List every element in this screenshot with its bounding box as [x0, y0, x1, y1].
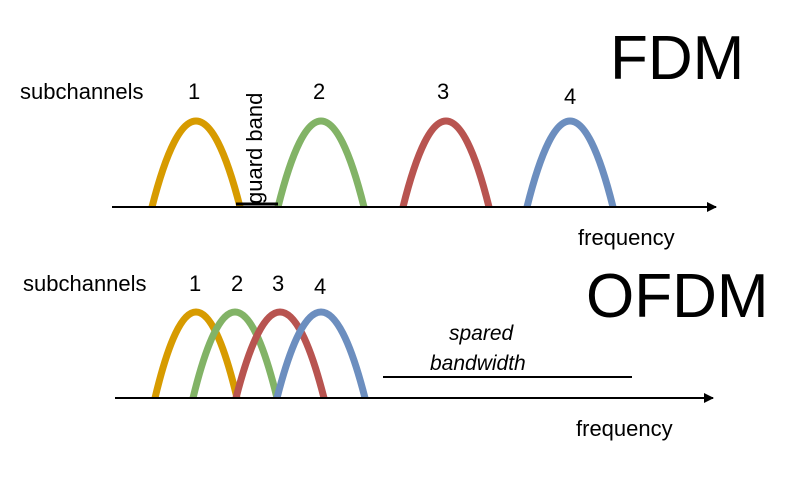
bandwidth-label: bandwidth [430, 352, 526, 375]
ofdm-frequency-label: frequency [576, 416, 673, 441]
spared-label: spared [449, 322, 515, 345]
fdm-subchannel-1-arch [148, 117, 244, 208]
fdm-subchannel-3-arch [399, 117, 493, 208]
fdm-frequency-label: frequency [578, 225, 675, 250]
fdm-subchannel-4-arch [523, 117, 617, 208]
fdm-number-4: 4 [564, 84, 576, 109]
fdm-subchannels-label: subchannels [20, 79, 144, 104]
ofdm-number-2: 2 [231, 271, 243, 296]
ofdm-subchannel-1-arch [151, 308, 241, 399]
ofdm-subchannels-label: subchannels [23, 271, 147, 296]
ofdm-number-1: 1 [189, 271, 201, 296]
ofdm-subchannel-4-arch [273, 308, 369, 399]
ofdm-title: OFDM [586, 262, 769, 331]
fdm-number-3: 3 [437, 79, 449, 104]
fdm-subchannel-2-arch [274, 117, 368, 208]
ofdm-subchannel-3-arch [232, 308, 328, 399]
fdm-number-2: 2 [313, 79, 325, 104]
ofdm-number-3: 3 [272, 271, 284, 296]
guard-band-label: guard band [242, 93, 267, 204]
ofdm-number-4: 4 [314, 274, 326, 299]
ofdm-subchannel-2-arch [189, 308, 281, 399]
fdm-title: FDM [610, 24, 744, 93]
fdm-number-1: 1 [188, 79, 200, 104]
